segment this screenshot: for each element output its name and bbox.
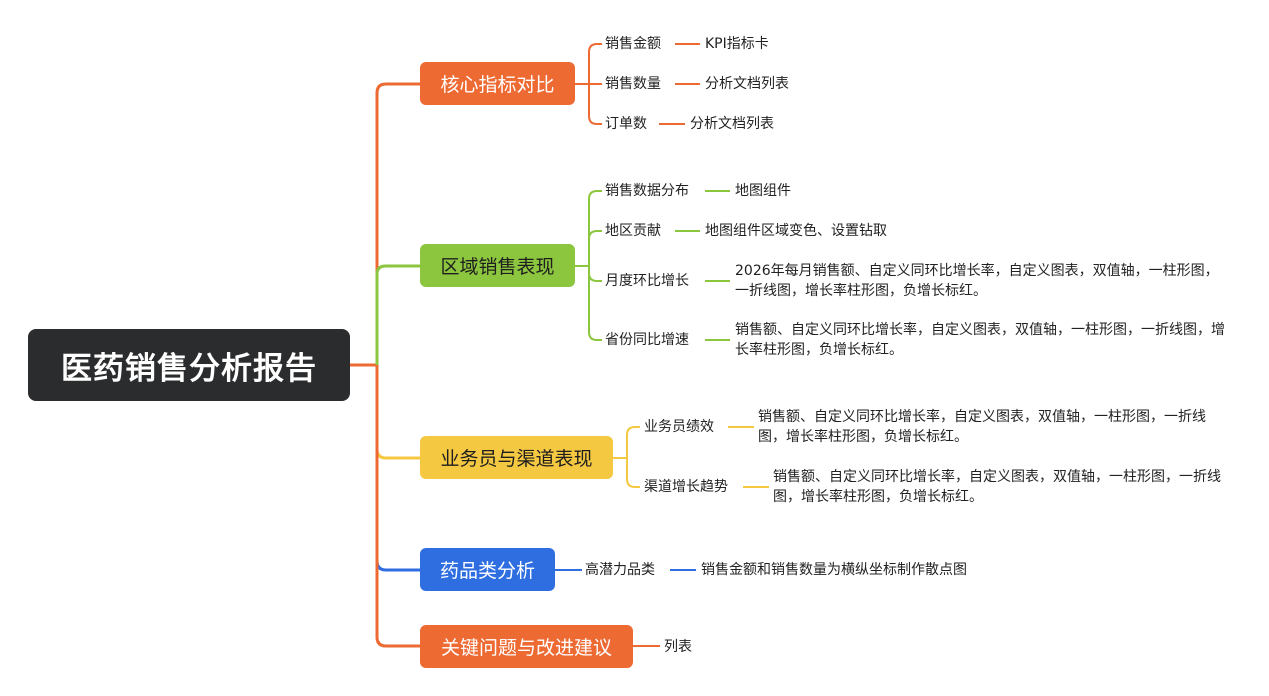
node-high-potential-category[interactable]: 高潜力品类 xyxy=(585,562,655,578)
node-region-contribution[interactable]: 地区贡献 xyxy=(605,223,661,239)
node-sales-amount[interactable]: 销售金额 xyxy=(605,36,661,52)
branch-key-issues[interactable]: 关键问题与改进建议 xyxy=(420,625,633,668)
branch-drug-category[interactable]: 药品类分析 xyxy=(420,548,555,591)
node-sales-distribution-detail[interactable]: 地图组件 xyxy=(735,183,791,199)
node-salesperson-performance-detail[interactable]: 销售额、自定义同环比增长率，自定义图表，双值轴，一柱形图，一折线图，增长率柱形图… xyxy=(758,409,1206,445)
branch-regional-sales[interactable]: 区域销售表现 xyxy=(420,244,575,287)
branch-salesperson-channel[interactable]: 业务员与渠道表现 xyxy=(420,436,613,479)
node-key-issues-list[interactable]: 列表 xyxy=(664,639,692,655)
node-monthly-growth[interactable]: 月度环比增长 xyxy=(605,273,689,289)
node-salesperson-performance[interactable]: 业务员绩效 xyxy=(644,419,714,435)
root-node[interactable]: 医药销售分析报告 xyxy=(28,329,350,401)
node-sales-distribution[interactable]: 销售数据分布 xyxy=(605,183,689,199)
node-channel-growth[interactable]: 渠道增长趋势 xyxy=(644,479,728,495)
node-province-growth[interactable]: 省份同比增速 xyxy=(605,332,689,348)
node-region-contribution-detail[interactable]: 地图组件区域变色、设置钻取 xyxy=(705,223,887,239)
branch-core-metrics[interactable]: 核心指标对比 xyxy=(420,62,575,105)
node-monthly-growth-detail[interactable]: 2026年每月销售额、自定义同环比增长率，自定义图表，双值轴，一柱形图，一折线图… xyxy=(735,263,1219,299)
node-sales-quantity[interactable]: 销售数量 xyxy=(605,76,661,92)
node-order-count[interactable]: 订单数 xyxy=(605,116,647,132)
node-order-count-detail[interactable]: 分析文档列表 xyxy=(690,116,774,132)
node-province-growth-detail[interactable]: 销售额、自定义同环比增长率，自定义图表，双值轴，一柱形图，一折线图，增长率柱形图… xyxy=(735,322,1225,358)
node-sales-amount-detail[interactable]: KPI指标卡 xyxy=(705,36,769,52)
node-high-potential-category-detail[interactable]: 销售金额和销售数量为横纵坐标制作散点图 xyxy=(701,562,967,578)
node-sales-quantity-detail[interactable]: 分析文档列表 xyxy=(705,76,789,92)
node-channel-growth-detail[interactable]: 销售额、自定义同环比增长率，自定义图表，双值轴，一柱形图，一折线图，增长率柱形图… xyxy=(773,469,1221,505)
